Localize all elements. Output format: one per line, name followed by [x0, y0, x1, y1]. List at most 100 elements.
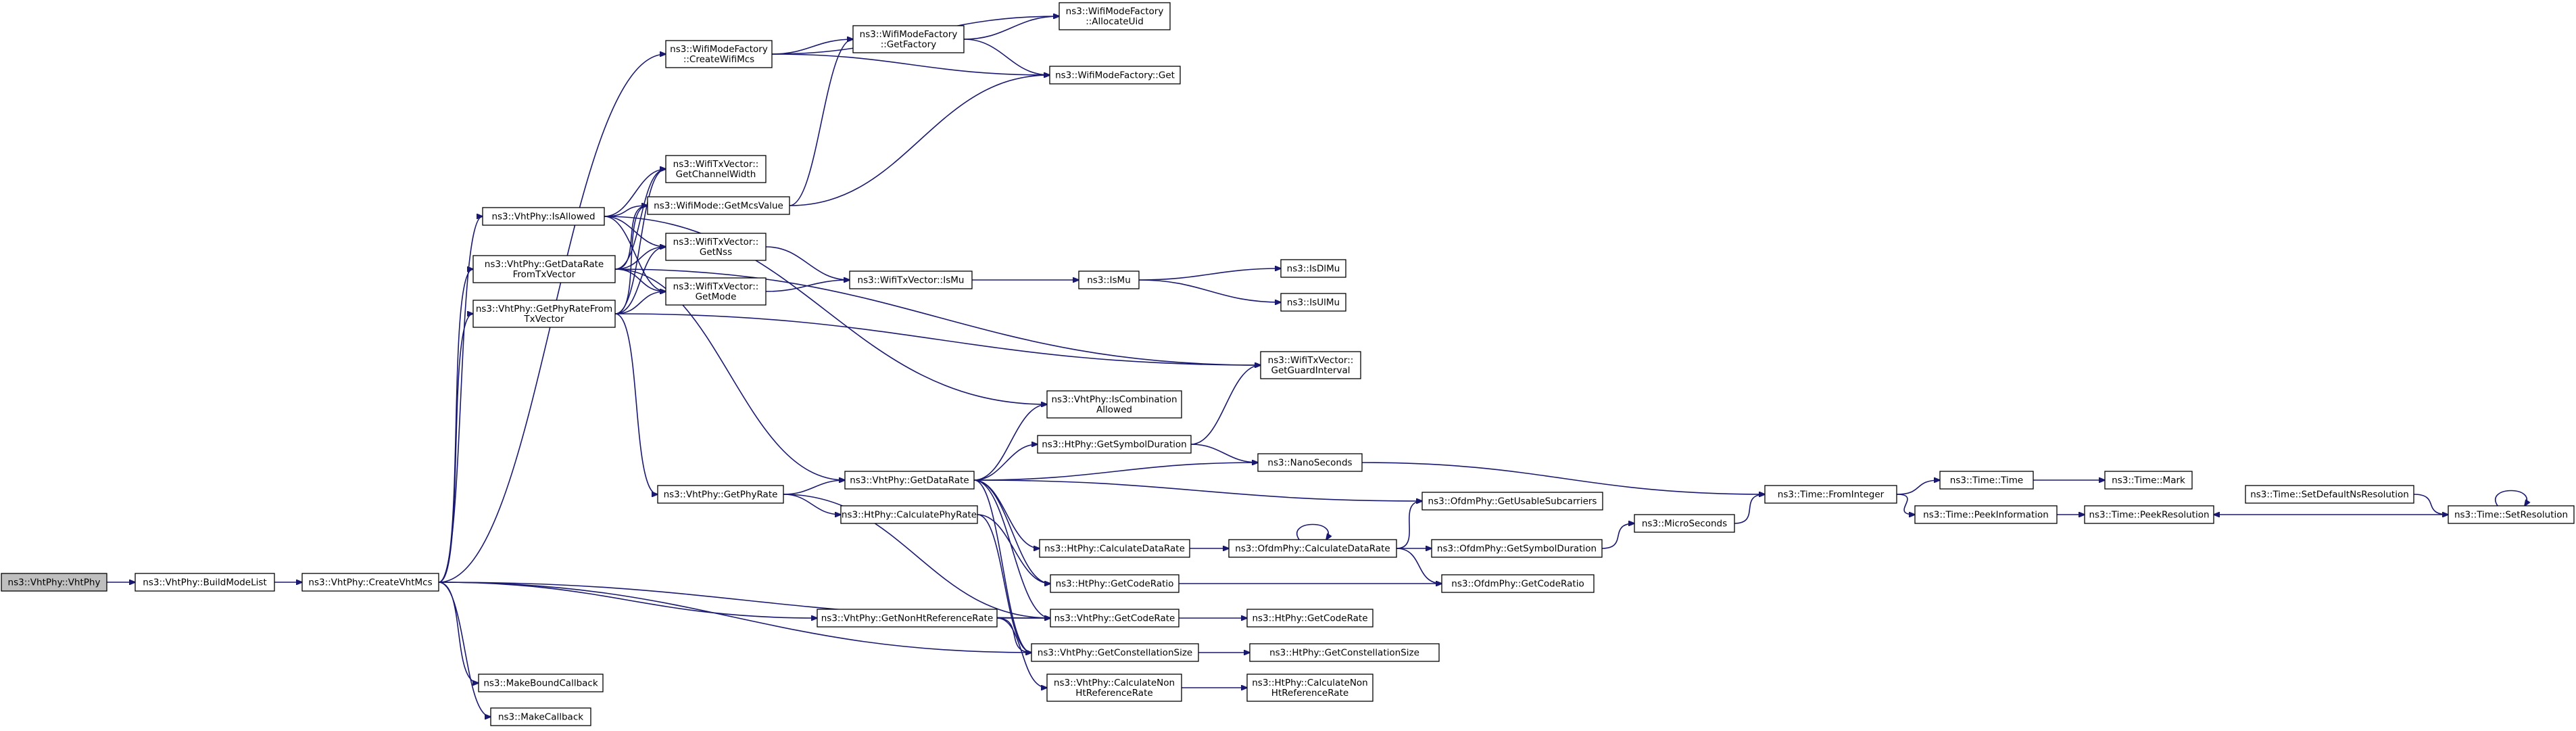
node-vhtphy[interactable]: ns3::VhtPhy::VhtPhy: [1, 573, 107, 592]
node-label: ns3::WifiMode::GetMcsValue: [654, 201, 783, 212]
node-htcalcdr[interactable]: ns3::HtPhy::CalculateDataRate: [1039, 539, 1190, 558]
edge-getphytx-to-mcsval: [614, 206, 648, 314]
node-label: ns3::VhtPhy::GetPhyRateFrom: [476, 304, 612, 314]
node-label: ns3::HtPhy::CalculateDataRate: [1044, 544, 1185, 555]
node-timetime[interactable]: ns3::Time::Time: [1939, 471, 2034, 490]
node-label: ns3::VhtPhy::IsCombination: [1051, 394, 1177, 405]
node-ismu[interactable]: ns3::IsMu: [1078, 270, 1140, 289]
node-vhtcoderate[interactable]: ns3::VhtPhy::GetCodeRate: [1050, 609, 1180, 628]
node-makebound[interactable]: ns3::MakeBoundCallback: [478, 674, 604, 692]
node-label: ns3::IsMu: [1087, 275, 1131, 286]
node-box: [1914, 505, 2058, 524]
node-guard[interactable]: ns3::WifiTxVector::GetGuardInterval: [1260, 351, 1361, 379]
node-getnss[interactable]: ns3::WifiTxVector::GetNss: [665, 233, 767, 261]
node-box: [665, 40, 773, 68]
edge-nonhtref-to-vhtconst: [996, 617, 1031, 653]
node-box: [2448, 505, 2575, 524]
node-getmode[interactable]: ns3::WifiTxVector::GetMode: [665, 277, 767, 306]
node-allocuid[interactable]: ns3::WifiModeFactory::AllocateUid: [1059, 2, 1171, 30]
node-label: ns3::VhtPhy::VhtPhy: [8, 577, 101, 588]
edge-createvht-to-makebound: [438, 582, 479, 683]
node-getfactory[interactable]: ns3::WifiModeFactory::GetFactory: [852, 25, 965, 53]
node-label: ns3::NanoSeconds: [1267, 458, 1352, 469]
node-label: ns3::OfdmPhy::GetCodeRatio: [1451, 579, 1584, 590]
node-mcsval[interactable]: ns3::WifiMode::GetMcsValue: [647, 196, 790, 215]
node-getphyrate[interactable]: ns3::VhtPhy::GetPhyRate: [657, 485, 784, 504]
edge-symdur-to-guard: [1190, 365, 1261, 445]
node-nonhtref[interactable]: ns3::VhtPhy::GetNonHtReferenceRate: [817, 609, 998, 628]
node-vhtconst[interactable]: ns3::VhtPhy::GetConstellationSize: [1031, 643, 1199, 662]
node-label: ns3::WifiModeFactory: [670, 44, 768, 55]
node-calcphyrate[interactable]: ns3::HtPhy::CalculatePhyRate: [840, 505, 978, 524]
node-nanosec[interactable]: ns3::NanoSeconds: [1257, 453, 1363, 472]
edge-calcphyrate-to-htcoderatio: [977, 514, 1050, 584]
node-symdur[interactable]: ns3::HtPhy::GetSymbolDuration: [1037, 435, 1192, 454]
node-box: [665, 155, 767, 183]
node-label: ns3::VhtPhy::CalculateNon: [1054, 678, 1175, 688]
node-peekinfo[interactable]: ns3::Time::PeekInformation: [1914, 505, 2058, 524]
node-setdefres[interactable]: ns3::Time::SetDefaultNsResolution: [2245, 485, 2414, 504]
node-label: ns3::HtPhy::CalculateNon: [1252, 678, 1368, 688]
node-box: [2104, 471, 2193, 490]
node-fromint[interactable]: ns3::Time::FromInteger: [1764, 485, 1897, 504]
edge-microsec-to-fromint: [1734, 494, 1765, 524]
node-setres[interactable]: ns3::Time::SetResolution: [2448, 505, 2575, 524]
node-label: Allowed: [1096, 404, 1132, 415]
node-peekres[interactable]: ns3::Time::PeekResolution: [2084, 505, 2214, 524]
node-htconst[interactable]: ns3::HtPhy::GetConstellationSize: [1249, 643, 1440, 662]
node-box: [1246, 674, 1374, 702]
node-box: [1260, 351, 1361, 379]
node-usablesub[interactable]: ns3::OfdmPhy::GetUsableSubcarriers: [1421, 492, 1603, 511]
node-box: [1441, 574, 1595, 593]
node-box: [482, 207, 605, 226]
node-isulmu[interactable]: ns3::IsUlMu: [1280, 293, 1346, 312]
node-box: [1039, 539, 1190, 558]
node-chwidth[interactable]: ns3::WifiTxVector::GetChannelWidth: [665, 155, 767, 183]
node-box: [1249, 643, 1440, 662]
edge-isallowed-to-iscomb: [604, 216, 1047, 404]
node-makecb[interactable]: ns3::MakeCallback: [490, 707, 591, 726]
edge-isallowed-to-chwidth: [604, 169, 666, 217]
edge-nonhtref-to-vhtcalcnon: [996, 617, 1047, 688]
edge-getdrtx-to-getnss: [614, 247, 666, 270]
node-htcoderatio[interactable]: ns3::HtPhy::GetCodeRatio: [1050, 574, 1180, 593]
edge-getfactory-to-allocuid: [963, 16, 1059, 40]
node-box: [1078, 270, 1140, 289]
edge-setdefres-to-setres: [2413, 494, 2448, 515]
node-isdlmu[interactable]: ns3::IsDlMu: [1280, 259, 1346, 278]
node-isallowed[interactable]: ns3::VhtPhy::IsAllowed: [482, 207, 605, 226]
edge-getphytx-to-getmode: [614, 291, 666, 314]
node-label: ::GetFactory: [881, 39, 936, 50]
node-timemark[interactable]: ns3::Time::Mark: [2104, 471, 2193, 490]
node-createvht[interactable]: ns3::VhtPhy::CreateVhtMcs: [301, 573, 439, 592]
node-box: [472, 255, 616, 283]
node-label: GetNss: [700, 247, 732, 258]
node-label: ns3::MakeCallback: [498, 712, 583, 723]
node-box: [657, 485, 784, 504]
edge-createvht-to-nonhtref: [438, 582, 817, 618]
edge-mcsval-to-wmfget: [789, 75, 1050, 206]
node-ofdmsymdur[interactable]: ns3::OfdmPhy::GetSymbolDuration: [1431, 539, 1603, 558]
node-htcoderate[interactable]: ns3::HtPhy::GetCodeRate: [1246, 609, 1374, 628]
node-wmfget[interactable]: ns3::WifiModeFactory::Get: [1049, 66, 1181, 85]
edge-getdatarate-to-vhtcoderate: [973, 479, 1050, 618]
node-ofdmcoderatio[interactable]: ns3::OfdmPhy::GetCodeRatio: [1441, 574, 1595, 593]
node-buildmode[interactable]: ns3::VhtPhy::BuildModeList: [135, 573, 275, 592]
node-ofdmcalcdr[interactable]: ns3::OfdmPhy::CalculateDataRate: [1228, 539, 1397, 558]
node-getdatarate[interactable]: ns3::VhtPhy::GetDataRate: [844, 471, 975, 490]
edge-ismu-to-isulmu: [1138, 279, 1281, 302]
node-label: ns3::OfdmPhy::GetSymbolDuration: [1437, 544, 1597, 555]
node-createwifi[interactable]: ns3::WifiModeFactory::CreateWifiMcs: [665, 40, 773, 68]
node-box: [817, 609, 998, 628]
node-label: ns3::WifiTxVector::IsMu: [858, 275, 965, 286]
edge-ismu-to-isdlmu: [1138, 268, 1281, 281]
node-txismu[interactable]: ns3::WifiTxVector::IsMu: [849, 270, 973, 289]
node-label: ns3::VhtPhy::GetCodeRate: [1054, 613, 1175, 624]
node-microsec[interactable]: ns3::MicroSeconds: [1634, 514, 1735, 533]
node-box: [1280, 293, 1346, 312]
